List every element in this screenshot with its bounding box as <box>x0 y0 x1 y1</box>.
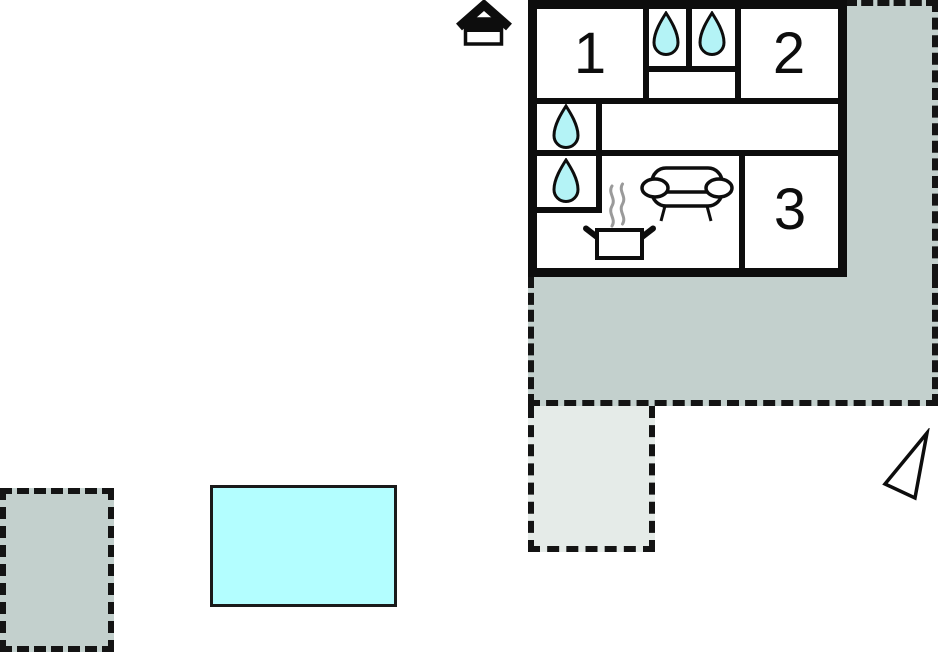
terrace-area-bottom <box>528 276 938 406</box>
house-entrance-icon <box>456 0 512 46</box>
room-3-label: 3 <box>773 177 807 242</box>
interior-wall <box>536 98 838 104</box>
interior-wall <box>536 207 602 213</box>
interior-wall <box>735 8 741 104</box>
terrace-area-light <box>528 406 655 552</box>
interior-wall <box>686 8 692 72</box>
interior-wall <box>596 98 602 213</box>
extra-plot-area <box>0 488 114 652</box>
sofa-icon <box>640 166 734 222</box>
terrace-area-right <box>845 0 938 276</box>
water-drop-icon <box>552 158 580 204</box>
cooking-pot-steam-icon <box>583 182 656 260</box>
interior-wall <box>536 150 838 156</box>
north-arrow-icon <box>882 428 930 501</box>
water-drop-icon <box>552 104 580 150</box>
interior-wall <box>643 66 741 72</box>
steam-icon <box>609 184 615 228</box>
interior-wall <box>643 8 649 104</box>
interior-wall <box>739 150 745 268</box>
room-2-label: 2 <box>772 21 806 86</box>
room-1-label: 1 <box>573 21 607 86</box>
steam-icon <box>619 182 626 226</box>
water-drop-icon <box>652 11 680 57</box>
swimming-pool <box>210 485 397 607</box>
water-drop-icon <box>698 11 726 57</box>
